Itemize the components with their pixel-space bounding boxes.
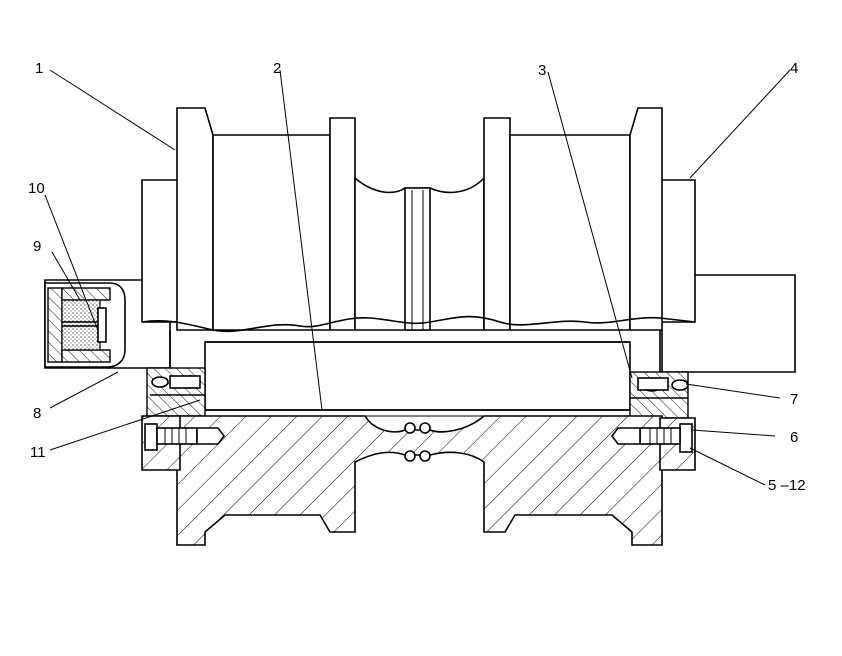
callout-11: 11 bbox=[30, 444, 46, 461]
callouts: 1 2 3 4 5 –12 6 7 8 9 10 11 bbox=[28, 60, 806, 494]
callout-8: 8 bbox=[33, 405, 41, 422]
plug-insert bbox=[61, 299, 101, 351]
seal-group-left bbox=[146, 367, 206, 417]
callout-5-12: 5 –12 bbox=[768, 477, 806, 494]
bolt-right bbox=[611, 423, 693, 453]
callout-2: 2 bbox=[273, 60, 281, 77]
inner-sleeve bbox=[169, 330, 663, 411]
callout-10: 10 bbox=[28, 180, 45, 197]
end-cap-left bbox=[44, 282, 126, 368]
roller-body-section bbox=[176, 409, 663, 546]
callout-7: 7 bbox=[790, 391, 798, 408]
center-o-rings bbox=[404, 422, 431, 462]
callout-4: 4 bbox=[790, 60, 798, 77]
leader-lines bbox=[44, 69, 791, 486]
roller-shell bbox=[141, 107, 696, 333]
callout-1: 1 bbox=[35, 60, 43, 77]
callout-9: 9 bbox=[33, 238, 41, 255]
bolt-left bbox=[144, 423, 225, 451]
callout-3: 3 bbox=[538, 62, 546, 79]
callout-6: 6 bbox=[790, 429, 798, 446]
seal-group-right bbox=[629, 371, 689, 419]
